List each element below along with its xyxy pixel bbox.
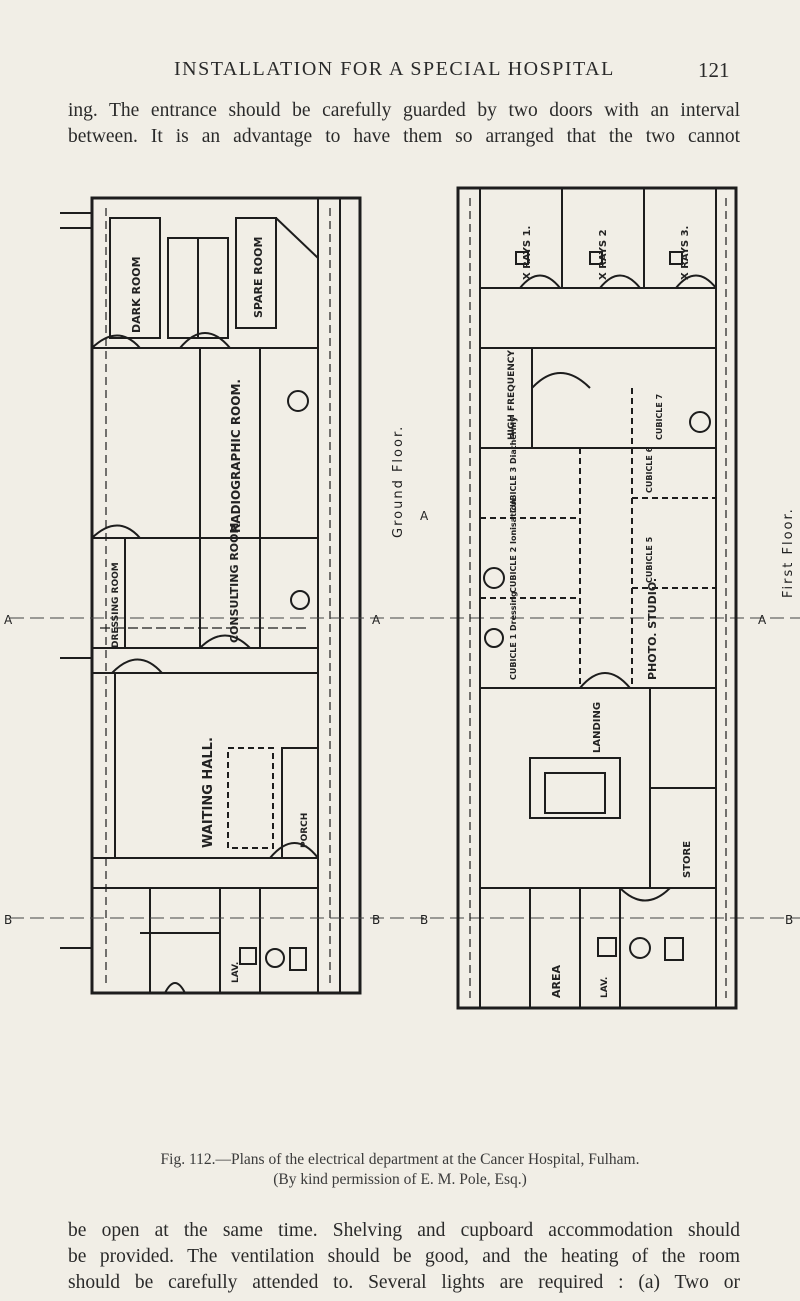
label-porch: PORCH — [300, 813, 310, 848]
section-marker-a-mid: A — [372, 613, 381, 627]
caption-line-2: (By kind permission of E. M. Pole, Esq.) — [273, 1171, 527, 1188]
first-floor-plan — [456, 186, 738, 1010]
label-cubicle-dressing: CUBICLE 1 Dressing — [509, 591, 518, 680]
caption-line-1: Fig. 112.—Plans of the electrical depart… — [160, 1151, 640, 1168]
page-header: INSTALLATION FOR A SPECIAL HOSPITAL 121 — [0, 58, 800, 88]
label-consulting-room: CONSULTING ROOM — [228, 523, 241, 643]
first-floor-label: First Floor. — [781, 507, 796, 598]
running-title: INSTALLATION FOR A SPECIAL HOSPITAL — [174, 58, 615, 80]
page-number: 121 — [698, 58, 730, 82]
label-xrays-3: X RAYS 3. — [680, 226, 691, 280]
section-marker-b-right: B — [785, 913, 793, 927]
label-cubicle-5: CUBICLE 5 — [645, 536, 654, 583]
label-radiographic-room: RADIOGRAPHIC ROOM. — [229, 379, 243, 533]
section-marker-b-mid: B — [372, 913, 380, 927]
label-waiting-hall: WAITING HALL. — [201, 737, 216, 848]
text-line: be provided. The ventilation should be g… — [68, 1246, 740, 1267]
label-store: STORE — [682, 841, 693, 878]
label-first-lav: LAV. — [600, 977, 610, 998]
label-cubicle-7: CUBICLE 7 — [655, 394, 664, 440]
label-cubicle-ionisation: CUBICLE 2 Ionisation — [509, 499, 518, 593]
text-line: should be carefully attended to. Several… — [68, 1272, 740, 1293]
floor-plans-figure: DARK ROOM SPARE ROOM RADIOGRAPHIC ROOM. … — [4, 186, 800, 1010]
section-marker-a-left: A — [4, 613, 13, 627]
text-line: ing. The entrance should be carefully gu… — [68, 100, 740, 121]
label-spare-room: SPARE ROOM — [252, 237, 265, 318]
label-cubicle-diathermy: CUBICLE 3 Diathermy — [509, 416, 518, 513]
label-area: AREA — [550, 965, 563, 998]
text-line: between. It is an advantage to have them… — [68, 126, 740, 147]
label-ground-lav: LAV. — [231, 962, 241, 983]
label-cubicle-6: CUBICLE 6 — [645, 446, 654, 493]
label-photo-studio: PHOTO. STUDIO. — [646, 578, 659, 680]
section-marker-b-mid2: B — [420, 913, 428, 927]
label-landing: LANDING — [592, 702, 603, 753]
label-dark-room: DARK ROOM — [130, 256, 143, 333]
figure-caption: Fig. 112.—Plans of the electrical depart… — [0, 1150, 800, 1190]
label-xrays-2: X RAYS 2 — [598, 229, 609, 280]
section-marker-b-left: B — [4, 913, 12, 927]
label-xrays-1: X RAYS 1. — [522, 226, 533, 280]
text-line: be open at the same time. Shelving and c… — [68, 1220, 740, 1241]
label-dressing-room: DRESSING ROOM — [111, 562, 121, 648]
section-marker-a-right: A — [758, 613, 767, 627]
paragraph-bottom: be open at the same time. Shelving and c… — [68, 1218, 740, 1296]
paragraph-top: ing. The entrance should be carefully gu… — [68, 98, 740, 150]
section-marker-a-mid2: A — [420, 509, 429, 523]
ground-floor-plan — [60, 196, 362, 995]
ground-floor-label: Ground Floor. — [391, 425, 406, 538]
label-high-frequency: HIGH FREQUENCY — [507, 350, 517, 440]
